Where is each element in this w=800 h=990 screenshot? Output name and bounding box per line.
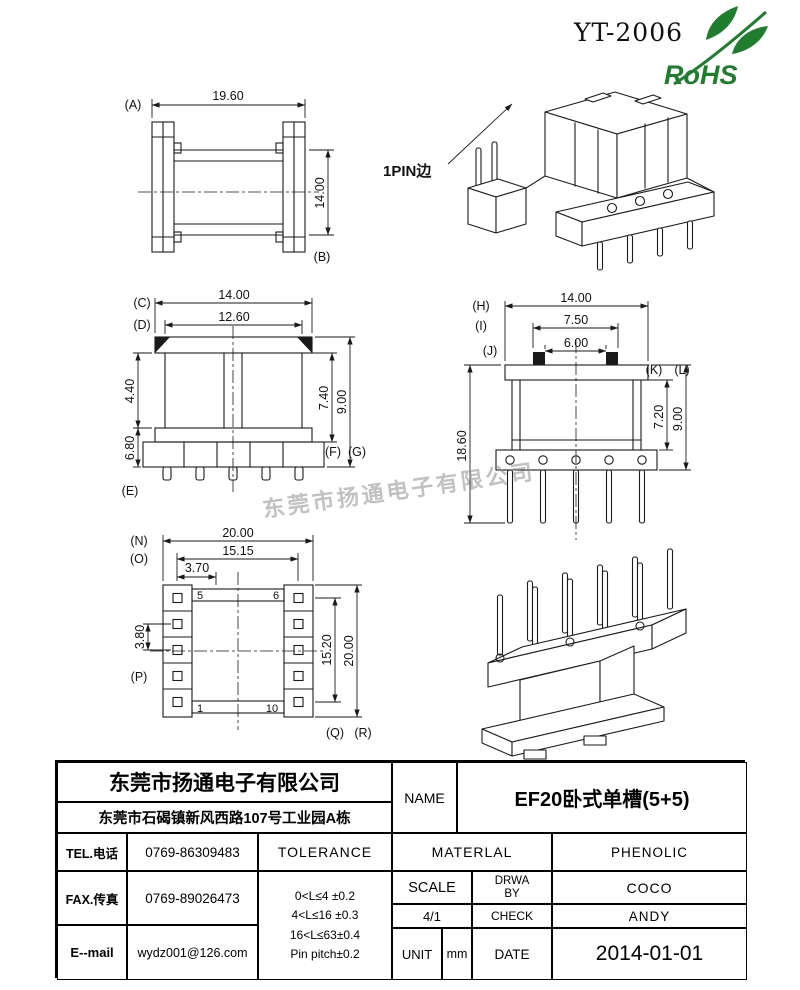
drawn-by-label: DRWA BY xyxy=(472,871,552,904)
dim-text: 6.80 xyxy=(123,436,137,460)
dim-text: 6.00 xyxy=(564,336,588,350)
dim-text: 12.60 xyxy=(218,310,249,324)
dim-text: 14.00 xyxy=(218,288,249,302)
company-name: 东莞市扬通电子有限公司 xyxy=(57,762,392,802)
date-value: 2014-01-01 xyxy=(552,928,747,980)
view-label: (L) xyxy=(674,363,689,377)
pin-number: 10 xyxy=(266,703,278,715)
view-label: (C) xyxy=(133,296,150,310)
dim-text: 7.20 xyxy=(652,405,666,429)
dimension-lines xyxy=(464,301,691,524)
view-section: (H) (I) (J) 14.00 7.50 6.00 18.60 7.20 9… xyxy=(455,291,691,540)
view-label: (I) xyxy=(475,319,487,333)
rohs-logo: RoHS xyxy=(664,6,768,90)
pin-number: 6 xyxy=(273,590,279,602)
tolerance-line: 4<L≤16 ±0.3 xyxy=(291,908,359,923)
pin-number: 1 xyxy=(197,703,203,715)
dim-text: 3.80 xyxy=(133,625,147,649)
leaf-stem-icon xyxy=(673,10,767,86)
view-side-orthographic: (A) 19.60 14.00 (B) xyxy=(125,89,334,264)
dim-text: 18.60 xyxy=(455,430,469,461)
view-label: (N) xyxy=(130,534,147,548)
part-number: YT-2006 xyxy=(574,18,684,47)
dimension-lines xyxy=(143,535,362,718)
tolerance-line: 16<L≤63±0.4 xyxy=(289,927,361,942)
drawn-by-label-text: DRWA BY xyxy=(494,874,530,900)
scale-label: SCALE xyxy=(392,871,472,904)
tolerance-line: 0<L≤4 ±0.2 xyxy=(294,889,356,904)
dim-text: 3.70 xyxy=(185,561,209,575)
part-name-value: EF20卧式单槽(5+5) xyxy=(457,762,747,833)
view-bottom-pins: (N) (O) 20.00 15.15 3.70 3.80 15.20 20.0… xyxy=(130,526,372,740)
dim-text: 14.00 xyxy=(560,291,591,305)
dim-text: 14.00 xyxy=(313,177,327,208)
view-label: (E) xyxy=(122,484,139,498)
view-label: (O) xyxy=(130,552,148,566)
dim-text: 19.60 xyxy=(212,89,243,103)
leaf-icon xyxy=(732,26,768,54)
dim-text: 15.15 xyxy=(222,544,253,558)
name-label: NAME xyxy=(392,762,457,833)
tel-value: 0769-86309483 xyxy=(127,833,258,871)
view-label: (Q) xyxy=(326,726,344,740)
material-label: MATERLAL xyxy=(392,833,552,871)
drawing-canvas: (A) 19.60 14.00 (B) xyxy=(122,89,715,760)
view-label: (P) xyxy=(131,670,148,684)
view-label: (B) xyxy=(314,250,331,264)
dim-text: 7.50 xyxy=(564,313,588,327)
tel-label: TEL.电话 xyxy=(57,833,127,871)
drawn-by-value: COCO xyxy=(552,871,747,904)
email-value: wydz001@126.com xyxy=(127,925,258,980)
view-front: (C) (D) 14.00 12.60 4.40 6.80 7.40 9.00 … xyxy=(122,288,366,498)
tolerance-values: 0<L≤4 ±0.2 4<L≤16 ±0.3 16<L≤63±0.4 Pin p… xyxy=(258,871,392,980)
dim-text: 9.00 xyxy=(335,390,349,414)
dim-text: 20.00 xyxy=(222,526,253,540)
iso-view-top: 1PIN边 xyxy=(383,91,715,271)
dimension-lines xyxy=(133,298,355,468)
view-label: (A) xyxy=(125,98,142,112)
pin-number: 5 xyxy=(197,590,203,602)
scale-value: 4/1 xyxy=(392,904,472,928)
part-outline xyxy=(495,352,658,524)
fax-value: 0769-89026473 xyxy=(127,871,258,925)
company-address: 东莞市石碣镇新风西路107号工业园A栋 xyxy=(57,802,392,833)
view-label: (J) xyxy=(483,344,498,358)
tolerance-line: Pin pitch±0.2 xyxy=(290,946,360,961)
view-label: (K) xyxy=(646,363,663,377)
leaf-icon xyxy=(706,6,738,40)
check-label: CHECK xyxy=(472,904,552,928)
bobbin-isometric xyxy=(481,548,687,760)
dim-text: 9.00 xyxy=(671,407,685,431)
material-value: PHENOLIC xyxy=(552,833,747,871)
bobbin-isometric xyxy=(467,91,715,271)
unit-label: UNIT xyxy=(392,928,442,980)
view-label: (R) xyxy=(354,726,371,740)
dim-text: 4.40 xyxy=(123,379,137,403)
pin1-arrow xyxy=(447,103,513,165)
view-label: (F) xyxy=(325,445,341,459)
view-label: (G) xyxy=(348,445,366,459)
dimension-lines xyxy=(151,99,334,236)
part-outline xyxy=(142,336,325,481)
dim-text: 15.20 xyxy=(320,634,334,665)
tolerance-header: TOLERANCE xyxy=(258,833,392,871)
pin1-side-label: 1PIN边 xyxy=(383,163,432,180)
view-label: (H) xyxy=(472,299,489,313)
check-value: ANDY xyxy=(552,904,747,928)
rohs-label: RoHS xyxy=(664,60,738,90)
part-outline xyxy=(151,121,306,253)
fax-label: FAX.传真 xyxy=(57,871,127,925)
unit-value: mm xyxy=(442,928,472,980)
title-block: 东莞市扬通电子有限公司 东莞市石碣镇新风西路107号工业园A栋 TEL.电话 0… xyxy=(55,760,747,980)
email-label: E--mail xyxy=(57,925,127,980)
date-label: DATE xyxy=(472,928,552,980)
view-label: (D) xyxy=(133,318,150,332)
iso-view-bottom xyxy=(481,548,687,760)
dim-text: 7.40 xyxy=(317,386,331,410)
dim-text: 20.00 xyxy=(342,635,356,666)
